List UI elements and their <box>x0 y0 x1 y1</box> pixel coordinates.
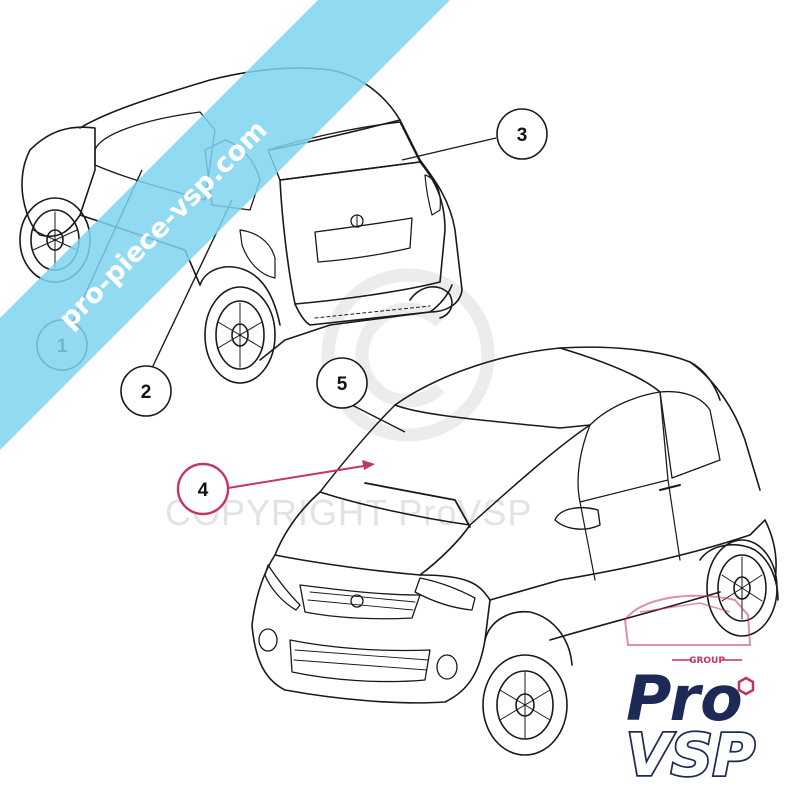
windshield <box>319 404 591 526</box>
logo-pro-label: Pro <box>626 662 743 735</box>
logo-vsp-label: VSP <box>626 721 755 789</box>
callout-4: 4 <box>176 462 230 516</box>
rear-right-wheel <box>204 286 276 384</box>
provsp-logo: GROUP Pro VSP <box>623 594 757 791</box>
front-car-drawing <box>251 346 779 756</box>
fog-light-right <box>436 654 458 680</box>
fog-light-left <box>258 628 278 652</box>
rear-plate-area <box>314 217 413 263</box>
site-banner: pro-piece-vsp.com <box>0 0 450 450</box>
site-banner-text: pro-piece-vsp.com <box>53 114 273 334</box>
logo-car-outline-icon <box>623 594 752 646</box>
copyright-circle-icon <box>321 268 495 442</box>
leader-arrow-4 <box>362 460 375 470</box>
leader-line-3 <box>401 137 497 161</box>
site-banner-stripe <box>0 0 450 450</box>
callout-2: 2 <box>120 365 172 417</box>
callout-5-label: 5 <box>337 374 348 395</box>
logo-group-label: GROUP <box>689 656 725 666</box>
front-emblem-icon <box>350 594 364 608</box>
front-grille <box>299 584 421 620</box>
headlight-right <box>414 577 476 611</box>
side-mirror <box>554 507 601 530</box>
front-wheel <box>482 611 573 756</box>
callout-2-label: 2 <box>141 382 152 403</box>
headlight-left <box>264 564 301 611</box>
callout-4-label: 4 <box>198 480 209 501</box>
wiper <box>364 482 471 528</box>
leader-line-4 <box>227 464 371 489</box>
callout-3-label: 3 <box>517 125 528 146</box>
leader-line-5 <box>351 404 406 433</box>
back-wheel <box>699 539 779 637</box>
callout-3: 3 <box>496 108 548 160</box>
callout-5: 5 <box>316 357 368 409</box>
logo-hex-icon <box>737 676 755 696</box>
